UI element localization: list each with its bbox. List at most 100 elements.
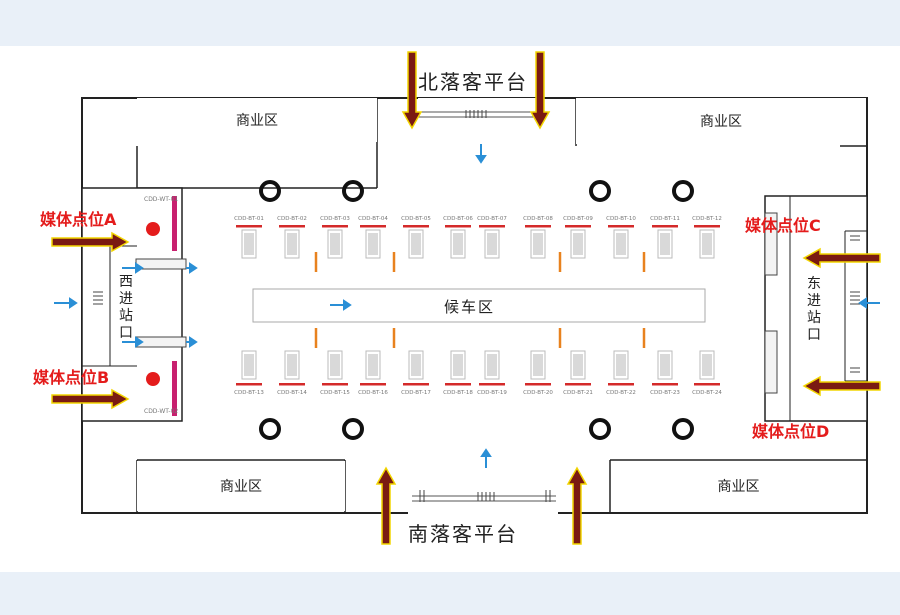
north-platform-label: 北落客平台 xyxy=(418,70,528,94)
gate-hatch xyxy=(616,233,626,255)
gate-bar xyxy=(322,383,348,386)
gate-hatch xyxy=(533,354,543,376)
gate-bar xyxy=(694,225,720,228)
gate-hatch xyxy=(660,354,670,376)
gate-bar xyxy=(525,225,551,228)
gate-hatch xyxy=(287,354,297,376)
gate-hatch xyxy=(453,233,463,255)
gate-hatch xyxy=(411,233,421,255)
gate-hatch xyxy=(411,354,421,376)
gate-bar xyxy=(360,383,386,386)
gate-bar xyxy=(445,225,471,228)
gate-bar xyxy=(479,225,505,228)
gate-id-label: CDD-BT-14 xyxy=(277,390,307,396)
west-plaque-bottom: CDD-WT-02 xyxy=(144,408,179,415)
west-entrance-label: 西进站口 xyxy=(119,274,133,341)
west-plaque-top: CDD-WT-01 xyxy=(144,196,179,203)
gate-id-label: CDD-BT-03 xyxy=(320,216,350,222)
gate-id-label: CDD-BT-09 xyxy=(563,216,593,222)
top-gate: CDD-BT-01 xyxy=(234,216,264,259)
top-gate: CDD-BT-04 xyxy=(358,216,388,259)
gate-bar xyxy=(652,225,678,228)
commercial-zone-bottom-left: 商业区 xyxy=(137,461,345,511)
gate-id-label: CDD-BT-04 xyxy=(358,216,388,222)
gate-hatch xyxy=(330,233,340,255)
commercial-zone-bottom-right: 商业区 xyxy=(611,461,866,511)
gate-hatch xyxy=(573,233,583,255)
gate-bar xyxy=(694,383,720,386)
columns xyxy=(259,180,694,440)
gate-hatch xyxy=(244,354,254,376)
gate-id-label: CDD-BT-02 xyxy=(277,216,307,222)
gate-id-label: CDD-BT-22 xyxy=(606,390,636,396)
waiting-area-label: 候车区 xyxy=(444,298,496,316)
top-gate: CDD-BT-09 xyxy=(563,216,593,259)
bottom-gate: CDD-BT-17 xyxy=(401,350,431,396)
top-gate: CDD-BT-06 xyxy=(443,216,473,259)
gate-bar xyxy=(279,383,305,386)
top-gate: CDD-BT-12 xyxy=(692,216,722,259)
commercial-label: 商业区 xyxy=(220,479,262,495)
gate-bar xyxy=(445,383,471,386)
bottom-gate: CDD-BT-23 xyxy=(650,350,680,396)
media-point-b-label: 媒体点位B xyxy=(33,368,110,387)
commercial-label: 商业区 xyxy=(717,479,760,495)
gate-hatch xyxy=(287,233,297,255)
gate-bar xyxy=(403,225,429,228)
flow-arrows xyxy=(54,144,880,468)
bottom-gate: CDD-BT-13 xyxy=(234,350,264,396)
gate-hatch xyxy=(487,354,497,376)
gate-hatch xyxy=(573,354,583,376)
bottom-gate: CDD-BT-15 xyxy=(320,350,350,396)
gate-id-label: CDD-BT-11 xyxy=(650,216,680,222)
gate-id-label: CDD-BT-08 xyxy=(523,216,553,222)
gate-id-label: CDD-BT-17 xyxy=(401,390,431,396)
bottom-gate: CDD-BT-21 xyxy=(563,350,593,396)
gate-bar xyxy=(236,225,262,228)
gate-id-label: CDD-BT-05 xyxy=(401,216,431,222)
gate-hatch xyxy=(487,233,497,255)
gate-hatch xyxy=(330,354,340,376)
east-entrance-label: 东进站口 xyxy=(807,276,821,343)
top-gate: CDD-BT-08 xyxy=(523,216,553,259)
gate-hatch xyxy=(453,354,463,376)
gate-id-label: CDD-BT-20 xyxy=(523,390,553,396)
gate-hatch xyxy=(368,354,378,376)
gate-hatch xyxy=(533,233,543,255)
gate-bar xyxy=(565,225,591,228)
gate-bar xyxy=(608,383,634,386)
top-gate: CDD-BT-11 xyxy=(650,216,680,259)
gate-hatch xyxy=(616,354,626,376)
gate-bar xyxy=(479,383,505,386)
media-point-a-label: 媒体点位A xyxy=(40,210,117,229)
top-gate: CDD-BT-10 xyxy=(606,216,636,259)
gate-id-label: CDD-BT-12 xyxy=(692,216,722,222)
gate-hatch xyxy=(702,233,712,255)
gate-id-label: CDD-BT-15 xyxy=(320,390,350,396)
gate-bar xyxy=(652,383,678,386)
commercial-zone-top-right: 商业区 xyxy=(576,98,866,144)
media-point-c-label: 媒体点位C xyxy=(745,216,821,235)
ad-board-b xyxy=(172,361,177,416)
gate-hatch xyxy=(244,233,254,255)
gate-bar xyxy=(403,383,429,386)
commercial-label: 商业区 xyxy=(236,113,278,129)
gate-bar xyxy=(322,225,348,228)
gate-id-label: CDD-BT-18 xyxy=(443,390,473,396)
gate-id-label: CDD-BT-06 xyxy=(443,216,473,222)
top-gate: CDD-BT-03 xyxy=(320,216,350,259)
gate-bar xyxy=(236,383,262,386)
bottom-gate: CDD-BT-16 xyxy=(358,350,388,396)
commercial-zone-top-left: 商业区 xyxy=(137,98,377,142)
media-point-d-label: 媒体点位D xyxy=(752,422,830,441)
south-platform-label: 南落客平台 xyxy=(408,522,518,546)
gate-id-label: CDD-BT-19 xyxy=(477,390,507,396)
gate-bar xyxy=(279,225,305,228)
gate-id-label: CDD-BT-01 xyxy=(234,216,264,222)
top-gate: CDD-BT-05 xyxy=(401,216,431,259)
top-gate: CDD-BT-07 xyxy=(477,216,507,259)
bottom-gate: CDD-BT-14 xyxy=(277,350,307,396)
gate-id-label: CDD-BT-07 xyxy=(477,216,507,222)
